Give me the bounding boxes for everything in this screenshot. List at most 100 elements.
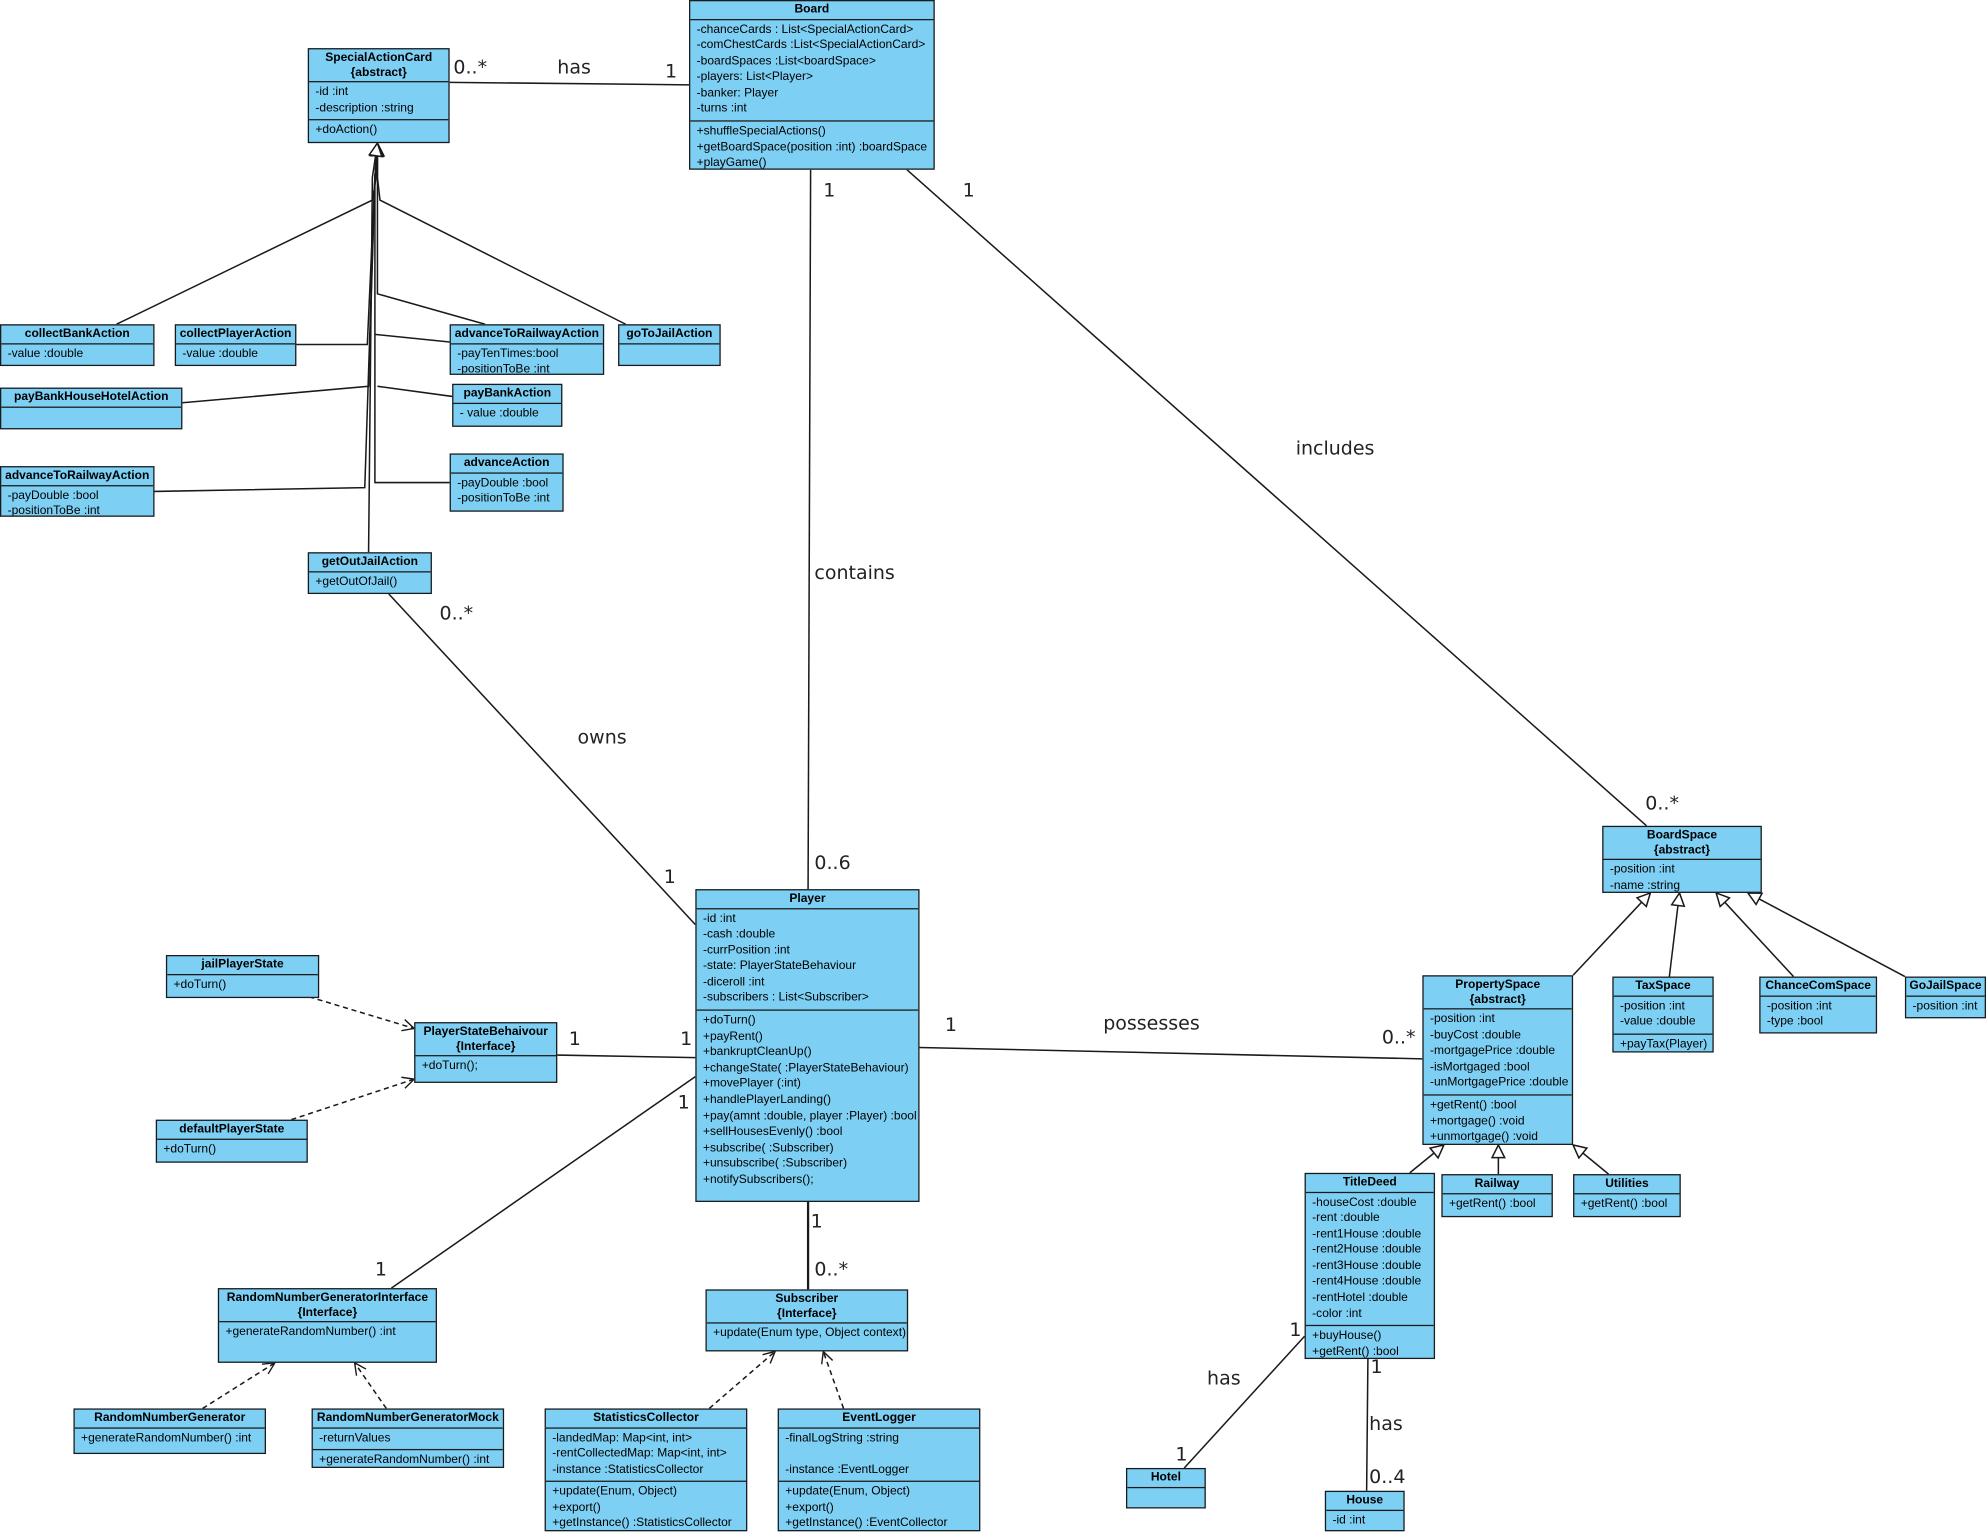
attribute: - value :double: [459, 405, 539, 420]
method: +mortgage() :void: [1429, 1114, 1525, 1128]
class-name: jailPlayerState: [201, 957, 284, 972]
attribute: -position :int: [1912, 998, 1978, 1013]
class-board: Board -chanceCards : List<SpecialActionCa…: [689, 0, 935, 170]
method: +playGame(): [696, 156, 767, 170]
class-header: TitleDeed: [1305, 1174, 1434, 1193]
attribute: -players: List<Player>: [696, 70, 813, 84]
class-name: Utilities: [1605, 1176, 1649, 1191]
attributes-section: -position :int-value :double: [1613, 996, 1713, 1035]
class-name: TaxSpace: [1635, 979, 1691, 993]
class-header: collectBankAction: [1, 326, 154, 344]
association-line: [388, 593, 696, 926]
class-header: GoJailSpace: [1906, 978, 1985, 997]
attributes-section: -position :int-type :bool: [1761, 996, 1876, 1032]
association-name: possesses: [1103, 1011, 1200, 1035]
method: +update(Enum, Object): [552, 1484, 677, 1499]
method: +pay(amnt :double, player :Player) :bool: [702, 1109, 917, 1123]
realization-line: [355, 1363, 387, 1409]
target-multiplicity: 0..6: [814, 851, 851, 874]
class-random-number-generator: RandomNumberGenerator +generateRandomNumb…: [73, 1408, 266, 1455]
target-multiplicity: 1: [664, 59, 678, 83]
method: +getRent() :bool: [1429, 1098, 1517, 1113]
class-stereotype: {Interface}: [777, 1306, 837, 1321]
class-collect-player-action: collectPlayerAction-value :double: [174, 324, 297, 367]
class-name: Subscriber: [775, 1291, 839, 1306]
target-multiplicity: 1: [663, 865, 676, 888]
methods-section: +doTurn();: [415, 1056, 556, 1077]
class-name: RandomNumberGenerator: [94, 1410, 246, 1425]
class-header: RandomNumberGenerator: [74, 1410, 265, 1429]
source-multiplicity: 1: [810, 1209, 823, 1233]
class-go-jail-space: GoJailSpace-position :int: [1904, 976, 1986, 1019]
attribute: -cash :double: [702, 927, 776, 942]
attributes-section: -landedMap: Map<int, int>-rentCollectedM…: [545, 1428, 747, 1483]
class-jail-player-state: jailPlayerState +doTurn(): [165, 955, 320, 999]
target-multiplicity: 0..*: [1381, 1025, 1416, 1049]
realization-line: [308, 996, 414, 1029]
attribute: -returnValues: [319, 1430, 391, 1445]
attribute: -diceroll :int: [702, 975, 765, 990]
method: +doAction(): [315, 123, 378, 138]
attributes-section: -id :int: [1326, 1510, 1403, 1530]
method: +bankruptCleanUp(): [702, 1045, 812, 1060]
class-name: PropertySpace {abstract}: [1455, 977, 1541, 1007]
attribute: -turns :int: [696, 101, 747, 116]
class-header: payBankHouseHotelAction: [1, 389, 182, 408]
association-name: includes: [1295, 436, 1375, 460]
methods-section: +shuffleSpecialActions()+getBoardSpace(p…: [690, 122, 933, 170]
realization-line: [291, 1079, 414, 1121]
class-name: defaultPlayerState: [179, 1122, 285, 1137]
realization-line: [823, 1351, 845, 1409]
attributes-section: -position :int: [1906, 996, 1985, 1017]
attribute: -rentCollectedMap: Map<int, int>: [552, 1446, 727, 1461]
attribute: -chanceCards : List<SpecialActionCard>: [696, 22, 914, 37]
method: +subscribe( :Subscriber): [702, 1140, 834, 1155]
attribute: -rent :double: [1312, 1210, 1380, 1225]
method: +generateRandomNumber() :int: [319, 1452, 490, 1467]
methods-section: +getRent() :bool+mortgage() :void+unmort…: [1424, 1096, 1572, 1144]
class-header: getOutJailAction: [309, 553, 431, 572]
attribute: -color :int: [1312, 1306, 1362, 1321]
attribute: -instance :EventLogger: [785, 1462, 910, 1477]
class-utilities: Utilities +getRent() :bool: [1573, 1174, 1681, 1218]
class-property-space: PropertySpace {abstract}-position :int-b…: [1422, 975, 1574, 1145]
attributes-section: [1, 407, 181, 426]
class-header: ChanceComSpace: [1760, 978, 1876, 997]
class-name: Board: [794, 2, 830, 17]
attributes-section: - value :double: [453, 403, 561, 424]
attributes-section: -position :int-buyCost :double-mortgageP…: [1423, 1009, 1572, 1096]
generalization-line: [116, 143, 378, 325]
attributes-section: -returnValues: [312, 1428, 503, 1451]
association-name: owns: [577, 725, 627, 749]
class-railway: Railway+getRent() :bool: [1441, 1174, 1553, 1218]
class-name: goToJailAction: [626, 326, 713, 341]
attribute: -positionToBe :int: [457, 491, 550, 506]
attribute: -value :double: [7, 346, 84, 361]
attribute: -position :int: [1429, 1011, 1495, 1026]
class-random-number-generator-interface: RandomNumberGeneratorInterface{Interface…: [217, 1288, 437, 1363]
class-house: House-id :int: [1324, 1490, 1405, 1532]
class-name: Railway: [1474, 1176, 1520, 1191]
methods-section: +generateRandomNumber() :int: [75, 1428, 265, 1449]
target-multiplicity: 1: [374, 1257, 387, 1281]
method: +changeState( :PlayerStateBehaviour): [702, 1061, 909, 1076]
class-header: defaultPlayerState: [157, 1121, 307, 1140]
methods-section: +doTurn(): [167, 975, 318, 996]
attributes-section: [1127, 1488, 1204, 1507]
association-line: [557, 1054, 696, 1059]
methods-section: +generateRandomNumber() :int: [219, 1322, 436, 1343]
class-header: Player: [696, 890, 919, 909]
class-header: Subscriber{Interface}: [706, 1291, 907, 1324]
methods-section: +getRent() :bool: [1574, 1194, 1679, 1215]
class-name: RandomNumberGeneratorInterface: [226, 1290, 429, 1305]
class-stereotype: {abstract}: [350, 65, 407, 80]
methods-section: +update(Enum type, Object context): [707, 1324, 907, 1345]
method: +unmortgage() :void: [1429, 1129, 1539, 1144]
class-name: payBankAction: [463, 386, 552, 401]
class-header: House: [1326, 1492, 1404, 1511]
methods-section: +getOutOfJail(): [309, 572, 431, 593]
class-header: advanceToRailwayAction: [1, 467, 154, 486]
source-multiplicity: 1: [1370, 1355, 1383, 1379]
class-name: collectPlayerAction: [179, 326, 292, 341]
methods-section: +update(Enum, Object)+export()+getInstan…: [779, 1482, 979, 1530]
